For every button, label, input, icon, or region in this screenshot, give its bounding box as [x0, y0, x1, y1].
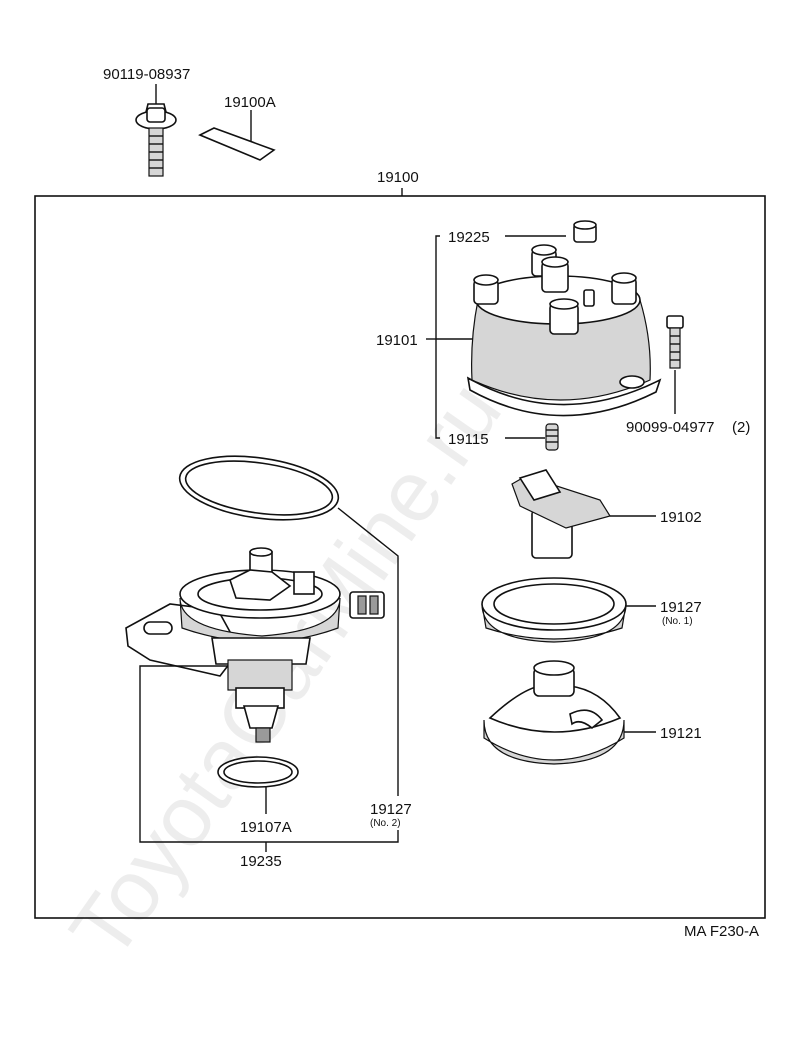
label-19101: 19101 [376, 332, 418, 349]
label-90119-08937: 90119-08937 [103, 66, 190, 83]
distributor-cap-19101 [466, 244, 662, 417]
label-plate-19100a [198, 110, 276, 161]
label-19127-no2-note: (No. 2) [370, 818, 401, 829]
carbon-19115 [545, 423, 559, 451]
distributor-housing-19235 [125, 547, 385, 743]
figure-code: MA F230-A [684, 923, 759, 940]
cap-insert-19225 [573, 220, 597, 243]
assembly-frame [34, 195, 766, 919]
label-19107a: 19107A [240, 819, 292, 836]
oring-19107a [217, 756, 299, 814]
label-19115: 19115 [448, 431, 489, 448]
bolt-90119-08937 [135, 84, 177, 177]
label-19100: 19100 [377, 169, 419, 186]
label-19235: 19235 [240, 853, 282, 870]
label-90099-04977: 90099-04977 [626, 419, 714, 436]
label-qty-2: (2) [732, 419, 750, 436]
ring-19127-no2 [178, 455, 340, 521]
cap-screw-90099-04977 [666, 315, 684, 414]
label-19225: 19225 [448, 229, 490, 246]
label-19102: 19102 [660, 509, 702, 526]
rotor-19102 [511, 469, 656, 559]
label-19127-no1: 19127 [660, 599, 702, 616]
ring-19127-no1 [481, 577, 656, 643]
cover-19121 [483, 660, 656, 765]
label-19127-no2: 19127 [370, 801, 412, 818]
label-19100a: 19100A [224, 94, 276, 111]
label-19127-no1-note: (No. 1) [662, 616, 693, 627]
label-19121: 19121 [660, 725, 702, 742]
